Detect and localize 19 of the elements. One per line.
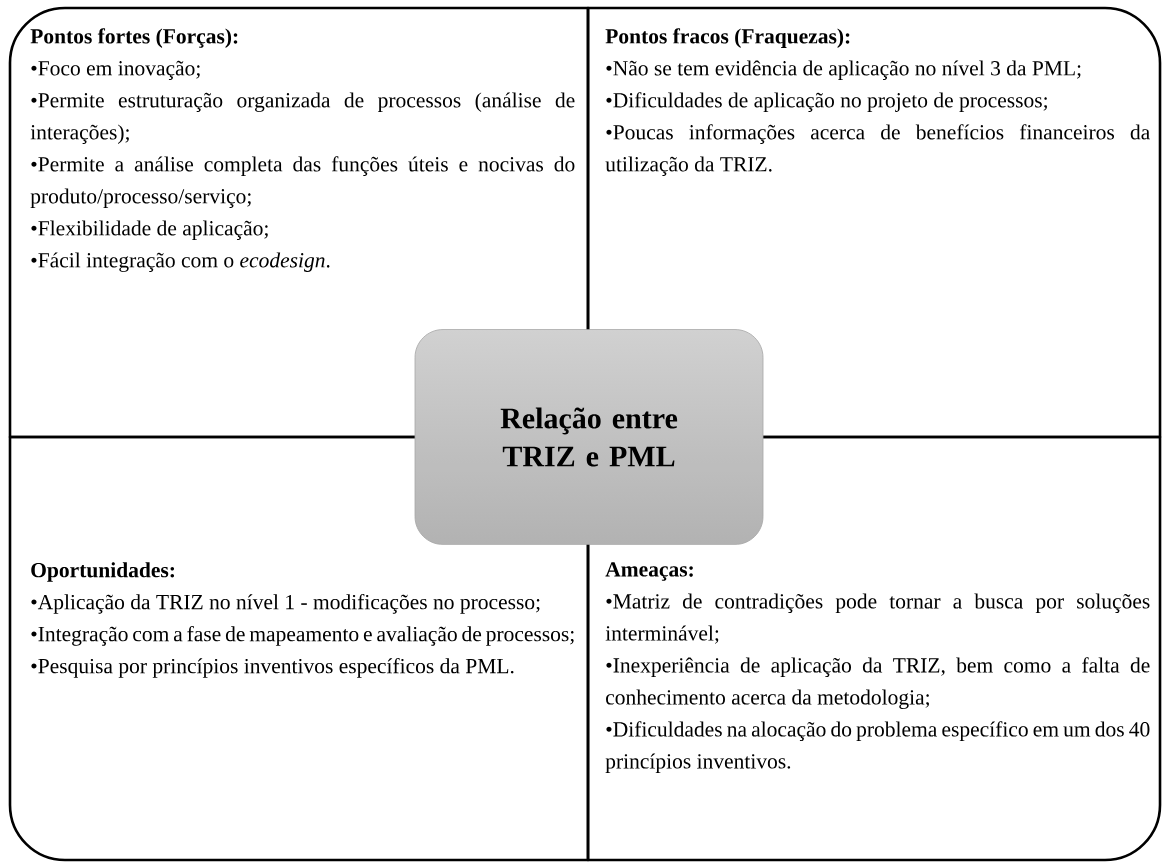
bullet-item: •Dificuldades na alocação do problema específico em um dos 40 princípios inventivos.	[605, 721, 1150, 773]
bullet-item: •Integração com a fase de mapeamento e avaliação de processos;	[31, 626, 574, 646]
heading: Pontos fortes (Forças):	[30, 28, 238, 48]
bullet-item: •Permite a análise completa das funções úteis e nocivas do produto/processo/serviço;	[30, 156, 575, 208]
bullet-item: •Poucas informações acerca de benefícios financeiros da utilização da TRIZ.	[605, 124, 1150, 176]
bullet-item: •Dificuldades de aplicação no projeto de processos;	[606, 92, 1047, 112]
bullet-item: •Foco em inovação;	[31, 60, 200, 80]
heading: Pontos fracos (Fraquezas):	[605, 28, 850, 48]
bullet-item: •Flexibilidade de aplicação;	[31, 220, 268, 240]
center-box: Relação entre TRIZ e PML	[414, 329, 764, 545]
bullet-item: •Não se tem evidência de aplicação no nível 3 da PML;	[606, 60, 1081, 80]
bullet-item: •Pesquisa por princípios inventivos específicos da PML.	[31, 658, 514, 678]
heading: Ameaças:	[605, 562, 693, 581]
bullet-item: •Fácil integração com o ecodesign.	[31, 252, 330, 272]
heading: Oportunidades:	[31, 562, 175, 582]
bullet-item: •Aplicação da TRIZ no nível 1 - modificações no processo;	[31, 594, 540, 614]
bullet-item: •Permite estruturação organizada de processos (análise de interações);	[30, 92, 575, 144]
bullet-item: •Matriz de contradições pode tornar a busca por soluções interminável;	[605, 593, 1150, 644]
bullet-item: •Inexperiência de aplicação da TRIZ, bem como a falta de conhecimento acerca da metodologia;	[606, 657, 1150, 710]
